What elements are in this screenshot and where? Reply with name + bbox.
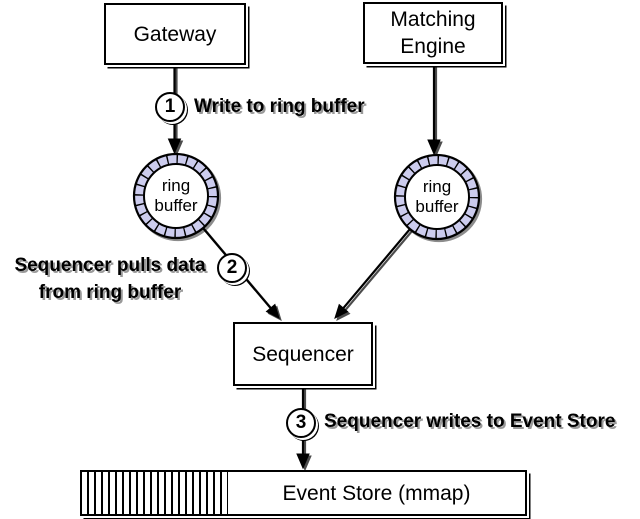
ring-buffer-right-label: ring buffer [415,177,459,216]
node-event-store: Event Store (mmap) [80,470,527,516]
ring-buffer-right-inner-circle [404,164,470,230]
arrowhead-sequencer-to-event-store [296,453,310,470]
ring-buffer-right-shape [393,153,481,241]
step-1-annotation: Write to ring buffer [194,96,365,117]
connectors-group [167,63,441,470]
arrowhead-left-ring-buffer-to-sequencer [265,303,280,319]
step-3-annotation: Sequencer writes to Event Store [324,411,616,432]
node-sequencer-label: Sequencer [252,342,354,366]
node-matching-engine: Matching Engine [363,2,503,64]
step-1-badge: 1 [155,92,185,122]
arrowhead-gateway-to-left-ring-buffer [167,138,182,155]
arrowhead-right-ring-buffer-to-sequencer [334,303,349,319]
node-sequencer: Sequencer [233,322,373,386]
node-matching-engine-label: Matching Engine [390,8,476,58]
ring-buffer-left-label: ring buffer [154,176,198,215]
step-2-number: 2 [226,257,238,278]
ring-buffer-right-segment-ticks [395,155,479,239]
ring-buffer-left-inner-circle [143,163,209,229]
arrowhead-matching-engine-to-right-ring-buffer [427,139,441,156]
step-3-number: 3 [295,412,307,433]
edge-right-ring-buffer-to-sequencer [342,228,411,309]
node-event-store-label: Event Store (mmap) [282,481,471,505]
event-store-hatch-segments [82,472,228,514]
step-3-badge: 3 [286,408,316,438]
step-2-annotation: Sequencer pulls data from ring buffer [14,255,206,303]
node-gateway: Gateway [104,3,246,65]
ring-buffer-left-shape [132,152,220,240]
node-gateway-label: Gateway [133,22,217,46]
step-1-number: 1 [164,96,176,117]
step-2-badge: 2 [217,253,247,283]
ring-buffer-left-segment-ticks [134,154,218,238]
